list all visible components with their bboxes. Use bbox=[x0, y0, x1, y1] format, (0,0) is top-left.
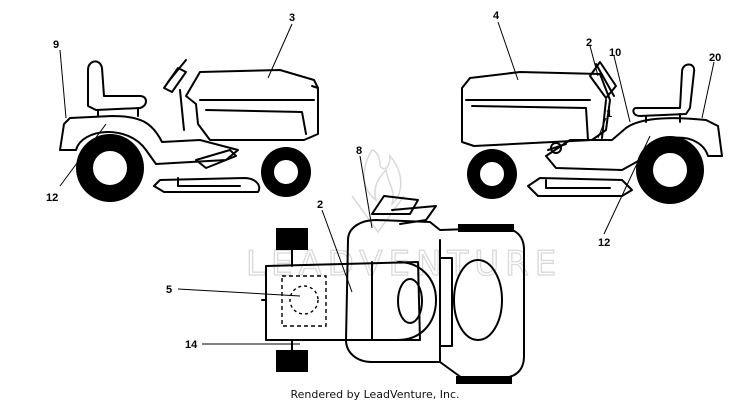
top-view-mower bbox=[261, 195, 525, 384]
leader-12-left bbox=[59, 123, 107, 187]
callout-10: 10 bbox=[609, 47, 621, 59]
leader-10 bbox=[613, 55, 631, 123]
rear-wheel-left bbox=[458, 224, 514, 232]
front-wheel-right bbox=[276, 350, 308, 372]
front-wheel-left bbox=[276, 228, 308, 250]
footer-credit: Rendered by LeadVenture, Inc. bbox=[290, 388, 460, 401]
callout-9: 9 bbox=[53, 39, 59, 51]
callout-numbers: 9 12 3 4 2 10 1 20 12 8 2 5 14 bbox=[46, 10, 721, 351]
leader-2-center bbox=[321, 209, 353, 293]
leader-4 bbox=[497, 21, 519, 81]
callout-5: 5 bbox=[166, 284, 172, 296]
leader-12-right bbox=[603, 135, 651, 235]
callout-12-left: 12 bbox=[46, 192, 58, 204]
callout-1: 1 bbox=[606, 108, 612, 120]
leader-9 bbox=[59, 49, 67, 119]
watermark-text: LEADVENTURE bbox=[246, 244, 562, 284]
callout-8: 8 bbox=[356, 145, 362, 157]
leader-2-right bbox=[589, 45, 599, 77]
leader-20 bbox=[701, 61, 715, 119]
watermark-logo bbox=[351, 149, 405, 234]
callout-20: 20 bbox=[709, 52, 721, 64]
decal-outline bbox=[281, 275, 327, 327]
left-mower bbox=[59, 59, 319, 202]
callout-12-right: 12 bbox=[598, 237, 610, 249]
callout-3: 3 bbox=[289, 12, 295, 24]
leader-1 bbox=[597, 117, 607, 139]
callout-4: 4 bbox=[493, 10, 500, 22]
callout-2-right: 2 bbox=[586, 37, 592, 49]
right-mower bbox=[461, 61, 723, 204]
callout-2-center: 2 bbox=[317, 199, 323, 211]
leader-8 bbox=[359, 155, 373, 229]
leader-lines bbox=[59, 21, 715, 345]
leader-3 bbox=[267, 23, 293, 79]
rear-wheel-right bbox=[456, 376, 512, 384]
leader-5 bbox=[177, 288, 301, 297]
callout-14: 14 bbox=[185, 339, 198, 351]
